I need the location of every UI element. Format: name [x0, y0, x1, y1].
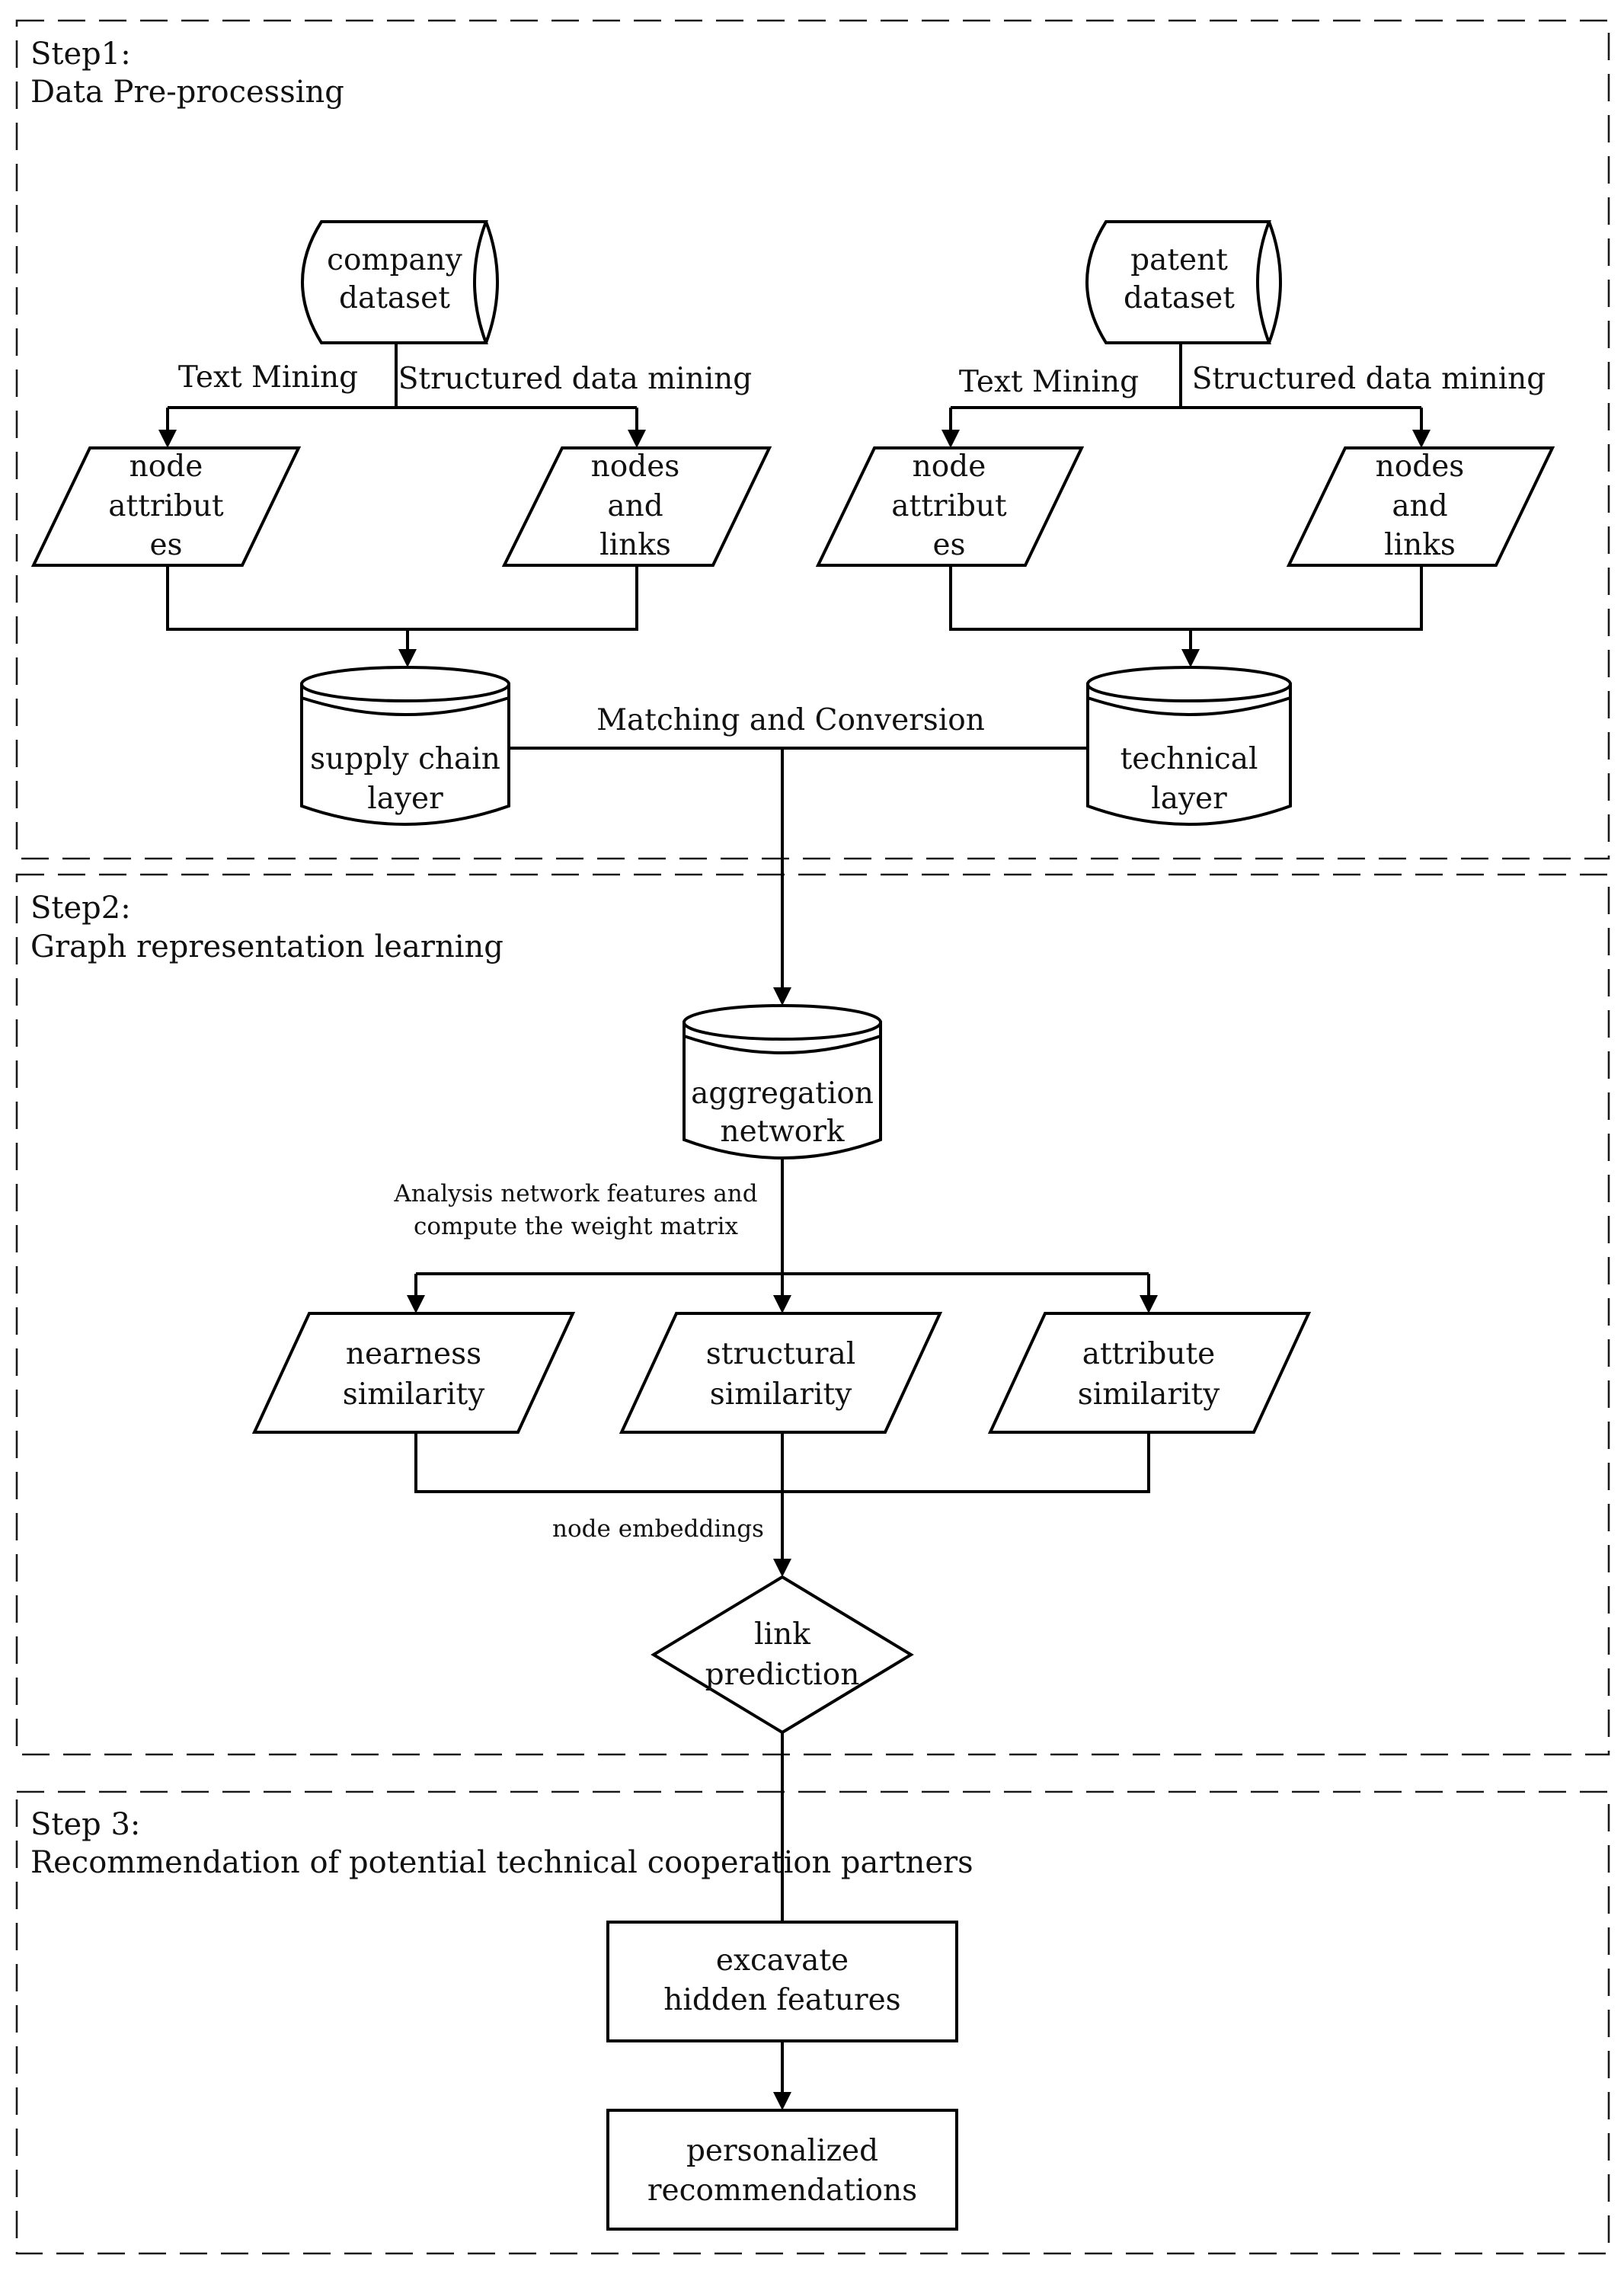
- nodes-links-right-line3: links: [1384, 528, 1456, 562]
- node-attributes-left-node: node attribut es: [30, 446, 302, 567]
- arrowhead-nodes-links-right: [1412, 430, 1431, 448]
- arrowhead-node-attr-right: [941, 430, 960, 448]
- nearness-similarity-line1: nearness: [346, 1337, 481, 1371]
- step2-title: Step2:: [30, 891, 131, 926]
- aggregation-network-line2: network: [720, 1115, 844, 1149]
- label-analysis-line2: compute the weight matrix: [414, 1213, 738, 1240]
- aggregation-network-line1: aggregation: [691, 1076, 874, 1111]
- attribute-similarity-line2: similarity: [1078, 1377, 1220, 1412]
- node-attributes-left-line2: attribut: [108, 489, 224, 523]
- arrowhead-aggregation: [773, 987, 791, 1006]
- structural-similarity-line1: structural: [706, 1337, 855, 1371]
- arrowhead-node-attr-left: [158, 430, 177, 448]
- step2-panel: [15, 873, 1610, 1756]
- company-dataset-line1: company: [327, 243, 462, 277]
- node-attributes-right-node: node attribut es: [815, 446, 1085, 567]
- step3-title: Step 3:: [30, 1807, 140, 1842]
- arrowhead-supply-chain: [398, 649, 417, 667]
- nodes-links-right-line2: and: [1392, 489, 1447, 523]
- step3-panel: [15, 1790, 1610, 2255]
- arrowhead-personalized: [773, 2092, 791, 2110]
- label-structured-left: Structured data mining: [398, 362, 753, 396]
- excavate-hidden-features-line1: excavate: [716, 1943, 849, 1978]
- node-attributes-right-line1: node: [913, 449, 986, 484]
- step3-subtitle: Recommendation of potential technical co…: [30, 1845, 973, 1880]
- personalized-recommendations-line1: personalized: [686, 2134, 878, 2168]
- technical-layer-line2: layer: [1151, 782, 1227, 816]
- label-structured-right: Structured data mining: [1192, 362, 1546, 396]
- nodes-links-left-node: nodes and links: [501, 446, 772, 567]
- company-dataset-node: company dataset: [301, 220, 499, 344]
- node-attributes-right-line3: es: [932, 528, 965, 562]
- link-prediction-line2: prediction: [705, 1658, 860, 1692]
- supply-chain-layer-node: supply chain layer: [300, 666, 510, 826]
- arrowhead-attribute: [1140, 1295, 1158, 1313]
- connector-right-merge: [949, 565, 1423, 631]
- arrowhead-technical: [1181, 649, 1200, 667]
- attribute-similarity-node: attribute similarity: [987, 1312, 1312, 1434]
- label-node-embeddings: node embeddings: [552, 1515, 764, 1543]
- supply-chain-layer-line2: layer: [367, 782, 443, 816]
- personalized-recommendations-node: personalized recommendations: [606, 2109, 958, 2231]
- step1-title: Step1:: [30, 37, 131, 72]
- technical-layer-line1: technical: [1120, 742, 1258, 776]
- step2-subtitle: Graph representation learning: [30, 929, 504, 964]
- structural-similarity-node: structural similarity: [619, 1312, 943, 1434]
- node-attributes-left-line1: node: [129, 449, 203, 484]
- nodes-links-left-line3: links: [599, 528, 671, 562]
- arrowhead-link-prediction: [773, 1559, 791, 1577]
- patent-dataset-node: patent dataset: [1085, 220, 1282, 344]
- label-text-mining-right: Text Mining: [959, 365, 1139, 399]
- label-text-mining-left: Text Mining: [178, 360, 358, 395]
- node-attributes-right-line2: attribut: [891, 489, 1007, 523]
- nearness-similarity-node: nearness similarity: [251, 1312, 576, 1434]
- excavate-hidden-features-line2: hidden features: [663, 1983, 900, 2017]
- arrowhead-structural: [773, 1295, 791, 1313]
- node-attributes-left-line3: es: [149, 528, 182, 562]
- link-prediction-node: link prediction: [651, 1575, 914, 1735]
- company-dataset-line2: dataset: [339, 281, 450, 315]
- patent-dataset-line2: dataset: [1124, 281, 1235, 315]
- nodes-links-right-node: nodes and links: [1286, 446, 1555, 567]
- excavate-hidden-features-node: excavate hidden features: [606, 1921, 958, 2042]
- aggregation-network-node: aggregation network: [683, 1004, 882, 1159]
- label-matching-conversion: Matching and Conversion: [596, 703, 985, 737]
- nearness-similarity-line2: similarity: [343, 1377, 485, 1412]
- nodes-links-right-line1: nodes: [1376, 449, 1465, 484]
- connectors: [158, 343, 1431, 2110]
- technical-layer-node: technical layer: [1086, 666, 1292, 826]
- arrowhead-nodes-links-left: [628, 430, 646, 448]
- arrowhead-nearness: [407, 1295, 425, 1313]
- attribute-similarity-line1: attribute: [1082, 1337, 1216, 1371]
- label-analysis-line1: Analysis network features and: [393, 1180, 757, 1207]
- connector-left-merge: [166, 565, 638, 631]
- nodes-links-left-line2: and: [607, 489, 663, 523]
- nodes-links-left-line1: nodes: [591, 449, 680, 484]
- structural-similarity-line2: similarity: [710, 1377, 852, 1412]
- supply-chain-layer-line1: supply chain: [310, 742, 500, 776]
- patent-dataset-line1: patent: [1130, 243, 1228, 277]
- personalized-recommendations-line2: recommendations: [647, 2173, 917, 2208]
- step1-panel: [15, 19, 1610, 860]
- step1-subtitle: Data Pre-processing: [30, 75, 344, 110]
- link-prediction-line1: link: [754, 1617, 810, 1652]
